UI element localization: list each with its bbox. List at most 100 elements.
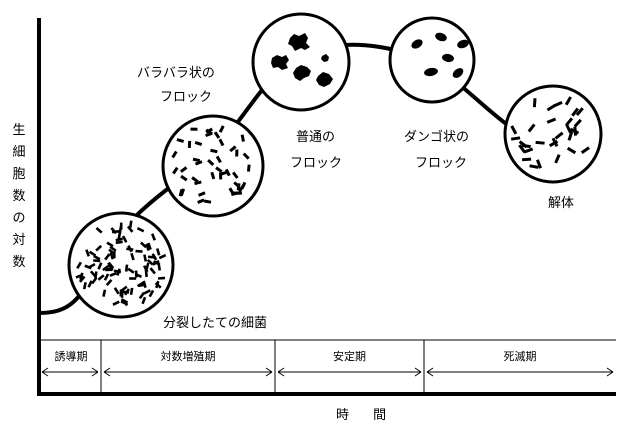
bacterium-rod (231, 171, 239, 179)
floc-clump (457, 39, 469, 49)
bacterium-rod (136, 226, 145, 233)
floc-circle-disintegration (503, 84, 603, 184)
bacterium-rod (143, 289, 151, 295)
bacterium-rod (106, 241, 114, 248)
bacterium-rod (106, 267, 114, 272)
bacterium-rod (97, 274, 105, 281)
bacterium-rod (240, 134, 245, 142)
bacterium-rod (154, 281, 162, 289)
bacterium-rod (573, 118, 582, 128)
bacterium-rod (122, 298, 129, 307)
bacterium-rod (224, 168, 231, 177)
bacterium-rod (171, 150, 178, 159)
bacterium-rod (78, 275, 86, 283)
bacterium-rod (203, 199, 212, 204)
floc-clump (424, 67, 438, 77)
annotation-normal-floc-line1: 普通の (296, 130, 336, 145)
arrow-stationary (277, 367, 422, 377)
annotation-dango-floc-line1: ダンゴ状の (404, 130, 470, 145)
bacterium-rod (535, 140, 545, 145)
bacterium-rod (144, 269, 148, 278)
bacterium-rod (134, 272, 143, 279)
bacterium-rod (242, 152, 250, 160)
phase-stationary: 安定期 (333, 350, 366, 363)
bacterium-rod (521, 143, 531, 149)
arrow-death (426, 367, 614, 377)
bacterium-rod (235, 149, 239, 157)
bacterium-rod (191, 176, 199, 183)
bacterium-rod (194, 140, 203, 147)
phase-log: 対数増殖期 (160, 350, 216, 363)
bacterium-rod (554, 131, 564, 140)
bacterium-rod (129, 277, 137, 280)
phase-lag: 誘導期 (54, 350, 88, 363)
bacterium-rod (210, 148, 218, 154)
bacterium-rod (155, 248, 161, 256)
bacterium-rod (121, 290, 130, 294)
bacterium-rod (546, 117, 557, 124)
bacterium-rod (148, 289, 155, 298)
bacterium-rod (571, 107, 580, 117)
bacterium-rod (532, 98, 537, 108)
bacterium-rod (82, 282, 87, 290)
floc-cluster (321, 54, 329, 62)
bacterium-rod (109, 252, 115, 260)
bacterium-rod (117, 231, 122, 239)
bacterium-rod (108, 248, 116, 255)
annotation-divided-bacteria: 分裂したての細菌 (163, 316, 268, 331)
bacterium-rod (192, 157, 201, 163)
bacterium-rod (111, 230, 120, 234)
bacterium-rod (566, 146, 577, 155)
bacterium-rod (176, 138, 185, 143)
bacterium-rod (113, 287, 120, 295)
bacterium-rod (151, 253, 158, 261)
bacterium-rod (135, 249, 143, 253)
bacterium-rod (157, 276, 166, 280)
bacteria-circle-divided (67, 211, 175, 319)
annotation-loose-floc-line1: バラバラ状の (137, 66, 215, 81)
floc-clump (435, 32, 447, 42)
bacterium-rod (158, 253, 167, 260)
bacterium-rod (87, 280, 93, 288)
floc-clump (411, 39, 423, 49)
bacterium-rod (145, 262, 150, 270)
bacterium-rod (88, 262, 96, 269)
bacterium-rod (218, 125, 225, 133)
arrow-lag (41, 367, 99, 377)
bacterium-rod (180, 174, 188, 182)
floc-circle-dango (388, 16, 476, 104)
bacterium-rod (119, 289, 123, 297)
bacterium-rod (529, 164, 539, 169)
bacterium-rod (215, 166, 223, 173)
bacterium-rod (178, 189, 184, 197)
bacterium-rod (141, 296, 147, 305)
annotation-normal-floc-line2: フロック (290, 156, 343, 171)
bacterium-rod (75, 273, 83, 279)
bacterium-rod (565, 117, 574, 127)
bacterium-rod (107, 262, 113, 270)
floc-clump (442, 53, 454, 63)
bacterium-rod (127, 267, 135, 274)
bacterium-rod (129, 220, 133, 228)
bacterium-rod (565, 123, 572, 134)
bacterium-rod (575, 107, 584, 116)
bacterium-rod (109, 271, 117, 277)
bacterium-rod (205, 127, 213, 134)
bacterium-rod (194, 160, 203, 166)
bacterium-rod (147, 242, 152, 251)
bacterium-rod (194, 180, 202, 186)
bacterium-rod (93, 254, 101, 261)
bacterium-rod (94, 271, 98, 279)
bacterium-rod (127, 244, 133, 253)
bacterium-rod (523, 147, 534, 154)
bacterium-rod (567, 131, 574, 141)
annotation-disintegration: 解体 (548, 196, 575, 211)
bacterium-rod (115, 237, 123, 242)
bacterium-rod (102, 264, 110, 272)
bacterium-rod (130, 252, 135, 261)
bacterium-rod (197, 191, 206, 197)
bacterium-rod (146, 258, 154, 266)
bacterium-rod (218, 138, 225, 147)
bacterium-rod (93, 259, 101, 263)
bacterium-rod (97, 262, 103, 270)
